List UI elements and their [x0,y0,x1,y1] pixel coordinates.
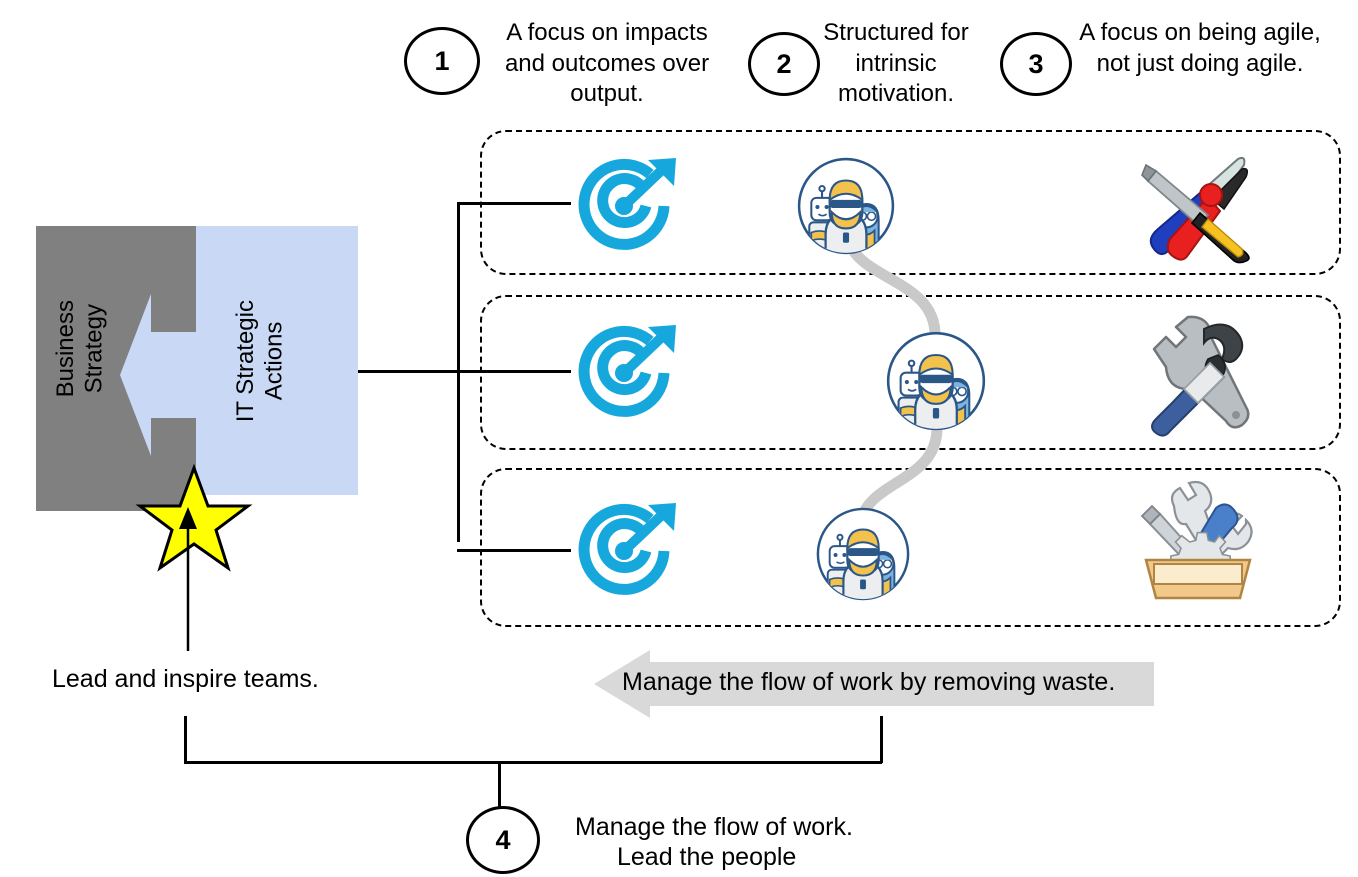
star-icon [135,463,253,572]
bottom-bracket-left [184,716,187,763]
connector-main-horizontal [358,370,458,373]
team-people-icon-row2 [886,331,986,431]
step-number-4: 4 [466,806,540,874]
toolbox-icon [1140,480,1253,600]
step-number-3: 3 [1000,32,1072,96]
connector-branch-row3 [457,549,571,552]
bottom-bracket-right [880,716,883,763]
connector-branch-row2 [457,370,571,373]
step-header-2: Structured for intrinsic motivation. [823,19,969,108]
step-number-2-label: 2 [776,48,792,79]
step-number-1-label: 1 [434,45,450,76]
footer-line-1: Manage the flow of work. [575,813,853,841]
connector-branch-row1 [457,202,571,205]
wrench-hammer-icon [1151,315,1250,437]
flow-banner-arrow [594,650,1154,718]
step-number-3-label: 3 [1028,48,1044,79]
team-people-icon-row3 [816,507,910,601]
step-number-2: 2 [748,32,820,96]
step-number-1: 1 [404,27,480,95]
alignment-arrow-icon [120,294,210,456]
it-strategic-actions-box [196,226,358,495]
target-arrow-icon-row2 [578,325,676,417]
lead-arrow-up [179,507,197,651]
target-arrow-icon-row1 [578,158,676,250]
team-people-icon-row1 [797,157,895,255]
bottom-bracket-stem [498,761,501,807]
flow-banner-label: Manage the flow of work by removing wast… [622,668,1116,696]
footer-line-2: Lead the people [617,843,797,871]
step-header-1: A focus on impacts and outcomes over out… [504,19,710,108]
bottom-bracket-horizontal [184,761,882,764]
step-number-4-label: 4 [495,824,511,855]
target-arrow-icon-row3 [578,503,676,595]
lead-inspire-label: Lead and inspire teams. [52,665,319,693]
pliers-screwdriver-icon [1141,156,1250,264]
step-header-3: A focus on being agile, not just doing a… [1079,19,1321,77]
